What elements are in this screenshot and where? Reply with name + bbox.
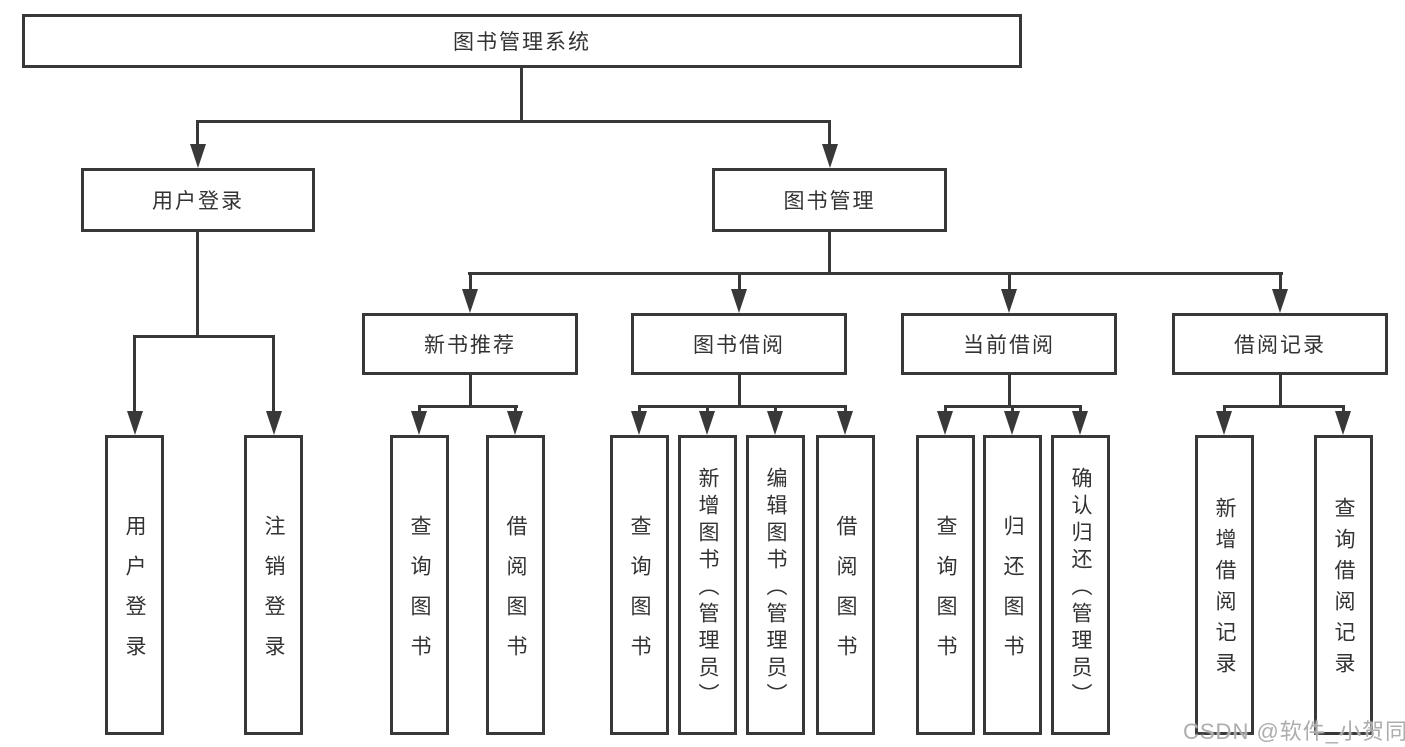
edge-arrowhead (1001, 289, 1017, 313)
connector-line (638, 405, 846, 408)
connector-line (1223, 405, 1226, 413)
connector-line (418, 405, 421, 413)
connector-line (774, 405, 777, 413)
edge-arrowhead (462, 289, 478, 313)
node-book-borrow-label: 图书借阅 (693, 334, 785, 357)
leaf-recommend-borrow-books-label: 借阅图书 (504, 514, 527, 675)
connector-line (514, 405, 517, 413)
connector-line (469, 375, 472, 405)
leaf-logout: 注销登录 (244, 435, 303, 735)
leaf-borrow-add-books-admin: 新增图书（管理员） (678, 435, 737, 735)
edge-arrowhead (699, 411, 715, 435)
connector-line (944, 405, 947, 413)
leaf-recommend-borrow-books: 借阅图书 (486, 435, 545, 735)
connector-line (1008, 272, 1011, 291)
connector-line (738, 375, 741, 405)
node-current-borrow: 当前借阅 (901, 313, 1117, 375)
leaf-records-query-record-label: 查询借阅记录 (1332, 497, 1355, 683)
node-library-system: 图书管理系统 (22, 14, 1022, 68)
leaf-recommend-query-books: 查询图书 (390, 435, 449, 735)
connector-line (1279, 272, 1282, 291)
node-borrow-records-label: 借阅记录 (1234, 334, 1326, 357)
connector-line (1079, 405, 1082, 413)
leaf-current-return-books-label: 归还图书 (1001, 514, 1024, 675)
leaf-records-add-record-label: 新增借阅记录 (1213, 497, 1236, 683)
edge-arrowhead (767, 411, 783, 435)
leaf-current-query-books-label: 查询图书 (934, 514, 957, 675)
leaf-user-login-label: 用户登录 (123, 514, 146, 675)
connector-line (196, 120, 831, 123)
leaf-borrow-edit-books-admin: 编辑图书（管理员） (746, 435, 805, 735)
connector-line (738, 272, 741, 291)
node-user-login: 用户登录 (81, 168, 315, 232)
edge-arrowhead (266, 411, 282, 435)
leaf-current-confirm-return-admin: 确认归还（管理员） (1051, 435, 1110, 735)
connector-line (133, 335, 136, 413)
connector-line (1223, 405, 1345, 408)
connector-line (638, 405, 641, 413)
leaf-records-add-record: 新增借阅记录 (1195, 435, 1254, 735)
leaf-borrow-borrow-books: 借阅图书 (816, 435, 875, 735)
leaf-current-confirm-return-admin-label: 确认归还（管理员） (1069, 466, 1092, 710)
node-new-book-recommend: 新书推荐 (362, 313, 578, 375)
node-book-borrow: 图书借阅 (631, 313, 847, 375)
leaf-recommend-query-books-label: 查询图书 (408, 514, 431, 675)
leaf-records-query-record: 查询借阅记录 (1314, 435, 1373, 735)
node-library-system-label: 图书管理系统 (453, 31, 591, 54)
leaf-borrow-query-books-label: 查询图书 (628, 514, 651, 675)
connector-line (1342, 405, 1345, 413)
connector-line (520, 68, 523, 120)
connector-line (272, 335, 275, 413)
edge-arrowhead (507, 411, 523, 435)
leaf-current-return-books: 归还图书 (983, 435, 1042, 735)
edge-arrowhead (631, 411, 647, 435)
connector-line (706, 405, 709, 413)
connector-line (828, 120, 831, 146)
edge-arrowhead (937, 411, 953, 435)
edge-arrowhead (1072, 411, 1088, 435)
node-borrow-records: 借阅记录 (1172, 313, 1388, 375)
edge-arrowhead (1004, 411, 1020, 435)
node-new-book-recommend-label: 新书推荐 (424, 334, 516, 357)
edge-arrowhead (1272, 289, 1288, 313)
edge-arrowhead (822, 144, 838, 168)
csdn-watermark: CSDN @软件_小贺同学 (1183, 719, 1405, 744)
leaf-borrow-add-books-admin-label: 新增图书（管理员） (696, 466, 719, 710)
edge-arrowhead (837, 411, 853, 435)
node-current-borrow-label: 当前借阅 (963, 334, 1055, 357)
connector-line (1279, 375, 1282, 405)
edge-arrowhead (190, 144, 206, 168)
edge-arrowhead (411, 411, 427, 435)
connector-line (196, 120, 199, 146)
connector-line (133, 335, 275, 338)
connector-line (1011, 405, 1014, 413)
node-book-management-label: 图书管理 (783, 190, 876, 213)
connector-line (468, 272, 1283, 275)
connector-line (844, 405, 847, 413)
leaf-user-login: 用户登录 (105, 435, 164, 735)
edge-arrowhead (1216, 411, 1232, 435)
edge-arrowhead (1335, 411, 1351, 435)
node-book-management: 图书管理 (712, 168, 947, 232)
node-user-login-label: 用户登录 (152, 190, 244, 213)
leaf-borrow-borrow-books-label: 借阅图书 (834, 514, 857, 675)
connector-line (469, 272, 472, 291)
edge-arrowhead (731, 289, 747, 313)
leaf-logout-label: 注销登录 (262, 514, 285, 675)
connector-line (418, 405, 518, 408)
connector-line (196, 232, 199, 335)
edge-arrowhead (127, 411, 143, 435)
leaf-current-query-books: 查询图书 (916, 435, 975, 735)
connector-line (1008, 375, 1011, 405)
leaf-borrow-query-books: 查询图书 (610, 435, 669, 735)
leaf-borrow-edit-books-admin-label: 编辑图书（管理员） (764, 466, 787, 710)
connector-line (828, 232, 831, 272)
